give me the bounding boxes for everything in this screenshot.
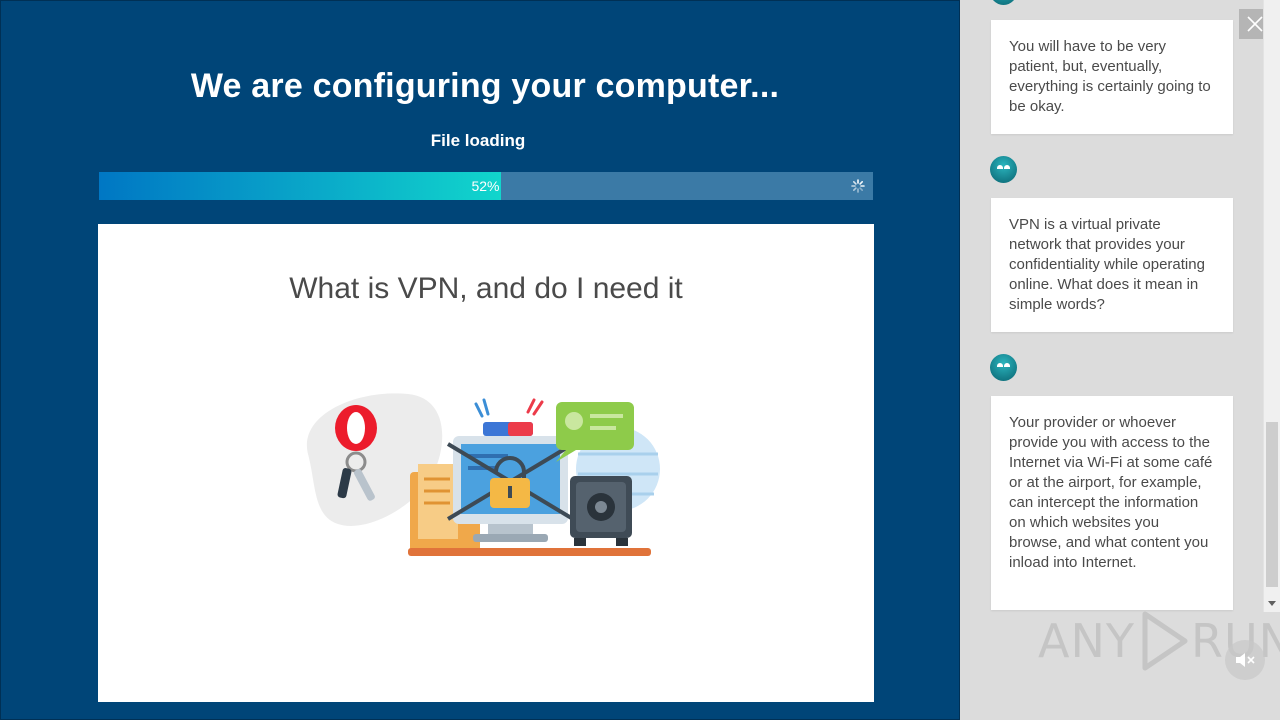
info-card: What is VPN, and do I need it: [98, 224, 874, 702]
scroll-down-button[interactable]: [1264, 596, 1280, 612]
progress-percent-label: 52%: [471, 178, 500, 194]
spinner-icon: [851, 179, 865, 193]
chat-scrollbar[interactable]: [1263, 0, 1280, 612]
chat-message-text: is a virtual private network that provid…: [1009, 216, 1205, 313]
vpn-illustration: [306, 393, 660, 556]
progress-bar: 52%: [99, 172, 873, 200]
play-icon: [1142, 611, 1188, 671]
bot-avatar-icon: [990, 156, 1017, 183]
chat-message: You will have to be very patient, but, e…: [991, 20, 1233, 134]
watermark-text-left: ANY: [1038, 614, 1135, 668]
chat-sidebar: You will have to be very patient, but, e…: [960, 0, 1280, 720]
mute-icon: [1236, 653, 1255, 667]
chat-message-text: Your provider or whoever provide you wit…: [1009, 414, 1213, 571]
mute-button[interactable]: [1225, 640, 1265, 680]
page-title: We are configuring your computer...: [190, 67, 780, 105]
chat-message-lead: VPN: [1009, 216, 1040, 233]
scroll-down-arrow-icon: [1268, 601, 1276, 606]
status-text: File loading: [430, 131, 526, 150]
scrollbar-thumb[interactable]: [1266, 422, 1278, 587]
bot-avatar-icon: [990, 354, 1017, 381]
progress-fill: [99, 172, 502, 200]
chat-message: VPN is a virtual private network that pr…: [991, 198, 1233, 332]
chat-message-text: You will have to be very patient, but, e…: [1009, 38, 1211, 115]
close-icon: [1247, 16, 1263, 32]
chat-message: Your provider or whoever provide you wit…: [991, 396, 1233, 610]
installer-main-panel: We are configuring your computer... File…: [0, 0, 960, 720]
card-title: What is VPN, and do I need it: [289, 272, 683, 305]
bot-avatar-icon: [990, 0, 1017, 5]
